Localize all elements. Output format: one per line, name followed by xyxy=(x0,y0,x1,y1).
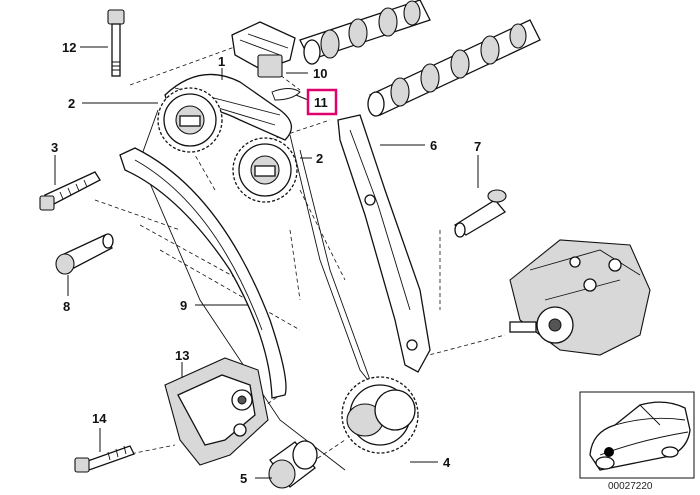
callout-13: 13 xyxy=(175,348,189,363)
tensioner-rail xyxy=(119,147,287,399)
callout-1: 1 xyxy=(218,54,225,69)
chain-guide-clip xyxy=(271,88,301,101)
long-bolt xyxy=(107,9,125,77)
callout-14: 14 xyxy=(92,411,107,426)
callout-8: 8 xyxy=(63,299,70,314)
tensioner-bolt xyxy=(39,171,101,211)
callout-12: 12 xyxy=(62,40,76,55)
chain-tensioner-block xyxy=(231,21,296,78)
callout-3: 3 xyxy=(51,140,58,155)
intake-sprocket xyxy=(157,87,223,153)
guide-rail xyxy=(337,114,431,373)
engine-location-dot xyxy=(604,447,614,457)
callout-10: 10 xyxy=(313,66,327,81)
sealing-plug xyxy=(55,233,114,275)
high-pressure-pump xyxy=(509,239,651,356)
callout-4: 4 xyxy=(443,455,451,470)
bracket-bolt xyxy=(74,445,135,473)
guide-pin xyxy=(453,189,507,238)
callout-leader-lines xyxy=(54,46,479,479)
crankshaft-sprocket xyxy=(341,376,419,454)
exhaust-sprocket xyxy=(232,137,298,203)
callout-2-lower: 2 xyxy=(316,151,323,166)
sleeve xyxy=(268,440,318,489)
assembly-guide-lines xyxy=(94,44,506,471)
callout-9: 9 xyxy=(180,298,187,313)
callout-2-upper: 2 xyxy=(68,96,75,111)
callout-11: 11 xyxy=(314,95,328,110)
tensioner-bracket xyxy=(164,357,269,466)
callout-11-highlight-box xyxy=(306,88,338,116)
callout-7: 7 xyxy=(474,139,481,154)
callout-labels: 1 2 2 3 4 5 6 7 8 9 10 12 13 14 11 xyxy=(51,40,481,486)
intake-camshaft xyxy=(299,0,431,65)
vehicle-locator-inset xyxy=(579,391,695,479)
exhaust-camshaft xyxy=(367,19,541,117)
diagram-code: 00027220 xyxy=(608,481,653,492)
callout-5: 5 xyxy=(240,471,247,486)
callout-6: 6 xyxy=(430,138,437,153)
